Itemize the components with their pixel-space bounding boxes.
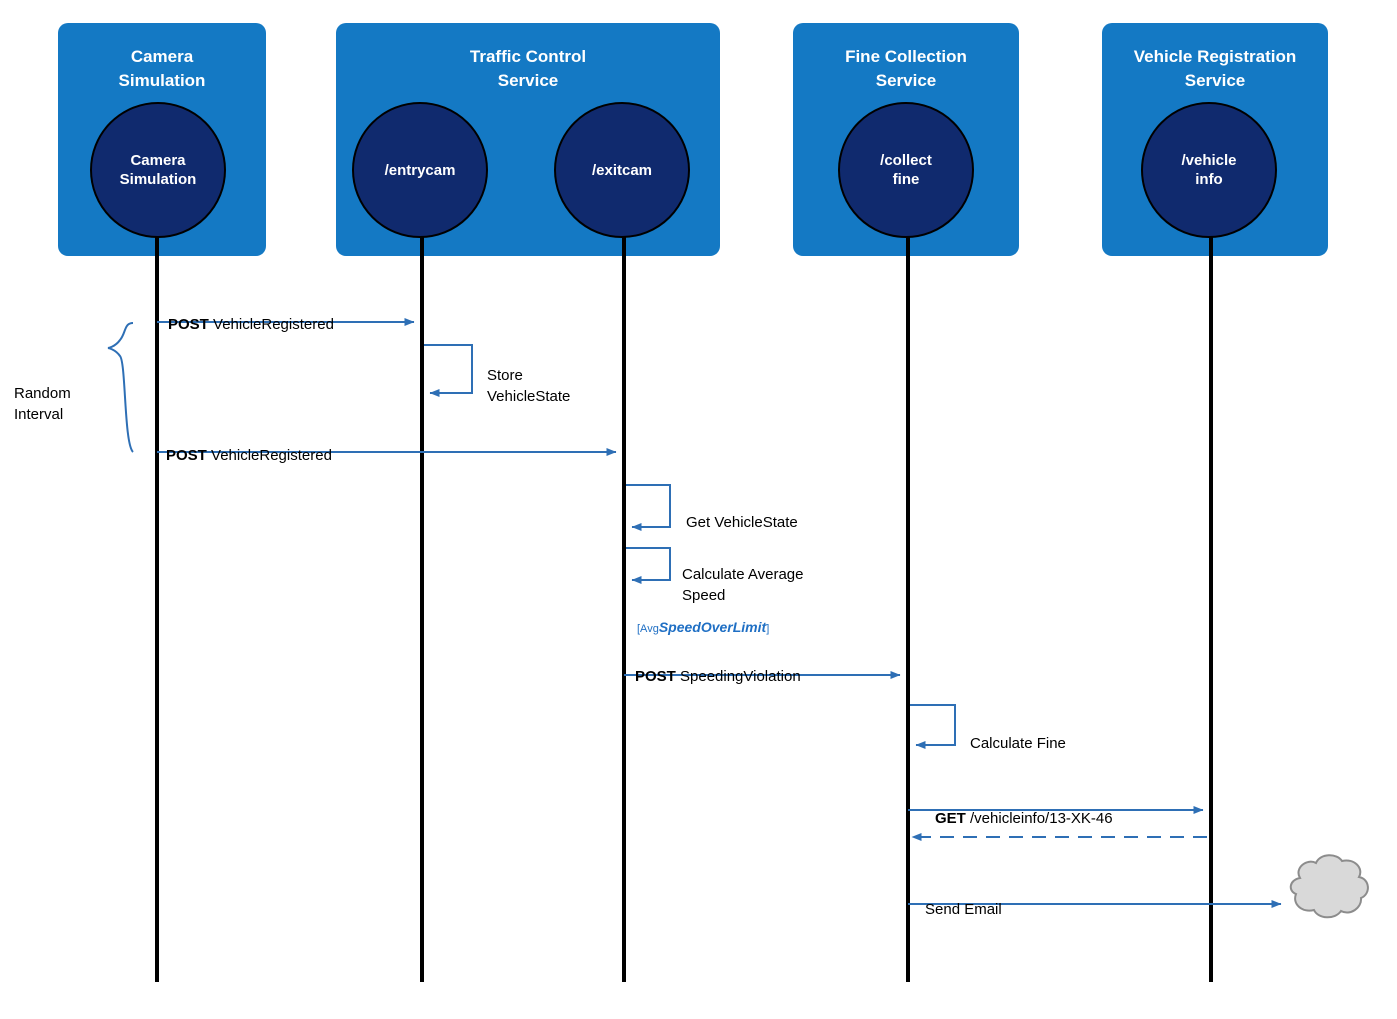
label-m8-method: GET bbox=[935, 810, 966, 827]
guard-prefix: [Avg bbox=[637, 623, 659, 635]
endpoint-collectfine[interactable]: /collect fine bbox=[838, 102, 974, 238]
label-m1-text: VehicleRegistered bbox=[208, 316, 334, 333]
random-interval-brace bbox=[107, 322, 134, 453]
endpoint-vehicleinfo[interactable]: /vehicle info bbox=[1141, 102, 1277, 238]
endpoint-entrycam[interactable]: /entrycam bbox=[352, 102, 488, 238]
endpoint-label-collectfine: /collect fine bbox=[880, 152, 932, 188]
arrow-self-store-vehiclestate bbox=[424, 344, 473, 397]
label-post-vehicleregistered-entry: POST VehicleRegistered bbox=[168, 293, 334, 335]
lifeline-exitcam bbox=[622, 170, 626, 982]
label-m1-method: POST bbox=[168, 316, 209, 333]
label-m7-text: Calculate Fine bbox=[970, 735, 1066, 752]
label-post-vehicleregistered-exit: POST VehicleRegistered bbox=[166, 424, 332, 466]
label-m4-text: Get VehicleState bbox=[686, 514, 798, 531]
label-m5-text: Calculate Average Speed bbox=[682, 566, 804, 604]
label-random-interval: Random Interval bbox=[14, 362, 71, 425]
lifeline-collectfine bbox=[906, 170, 910, 982]
lifeline-entrycam bbox=[420, 170, 424, 982]
endpoint-exitcam[interactable]: /exitcam bbox=[554, 102, 690, 238]
label-get-vehicleinfo: GET /vehicleinfo/13-XK-46 bbox=[935, 787, 1113, 829]
guard-suffix: ] bbox=[766, 623, 770, 635]
label-get-vehiclestate: Get VehicleState bbox=[686, 491, 798, 533]
label-m3-text: VehicleRegistered bbox=[206, 447, 332, 464]
label-guard-avgspeedoverlimit: [AvgSpeedOverLimit] bbox=[637, 618, 769, 638]
participant-title-camera: Camera Simulation bbox=[118, 47, 206, 90]
label-m6-method: POST bbox=[635, 668, 676, 685]
endpoint-label-camera-simulation: Camera Simulation bbox=[119, 152, 197, 188]
endpoint-label-vehicleinfo: /vehicle info bbox=[1181, 152, 1237, 188]
email-cloud-icon bbox=[1289, 854, 1369, 919]
label-store-vehiclestate: Store VehicleState bbox=[487, 344, 570, 407]
endpoint-label-exitcam: /exitcam bbox=[591, 161, 653, 179]
label-m8-text: /vehicleinfo/13-XK-46 bbox=[965, 810, 1113, 827]
endpoint-camera-simulation[interactable]: Camera Simulation bbox=[90, 102, 226, 238]
label-m2-text: Store VehicleState bbox=[487, 367, 571, 405]
guard-text: SpeedOverLimit bbox=[658, 619, 767, 635]
lifeline-camera bbox=[155, 170, 159, 982]
arrow-self-get-vehiclestate bbox=[626, 484, 671, 531]
participant-title-vehicle: Vehicle Registration Service bbox=[1133, 47, 1297, 90]
endpoint-label-entrycam: /entrycam bbox=[384, 161, 456, 179]
participant-title-fine: Fine Collection Service bbox=[845, 47, 967, 90]
label-m6-text: SpeedingViolation bbox=[675, 668, 801, 685]
label-calculate-average-speed: Calculate Average Speed bbox=[682, 543, 803, 606]
random-interval-text: Random Interval bbox=[14, 385, 71, 423]
arrow-self-calculate-average-speed bbox=[626, 547, 671, 584]
label-calculate-fine: Calculate Fine bbox=[970, 712, 1066, 754]
participant-title-traffic: Traffic Control Service bbox=[469, 47, 587, 90]
label-m10-text: Send Email bbox=[925, 901, 1002, 918]
label-m3-method: POST bbox=[166, 447, 207, 464]
label-send-email: Send Email bbox=[925, 878, 1002, 920]
label-post-speedingviolation: POST SpeedingViolation bbox=[635, 645, 801, 687]
arrow-self-calculate-fine bbox=[910, 704, 956, 749]
lifeline-vehicleinfo bbox=[1209, 170, 1213, 982]
